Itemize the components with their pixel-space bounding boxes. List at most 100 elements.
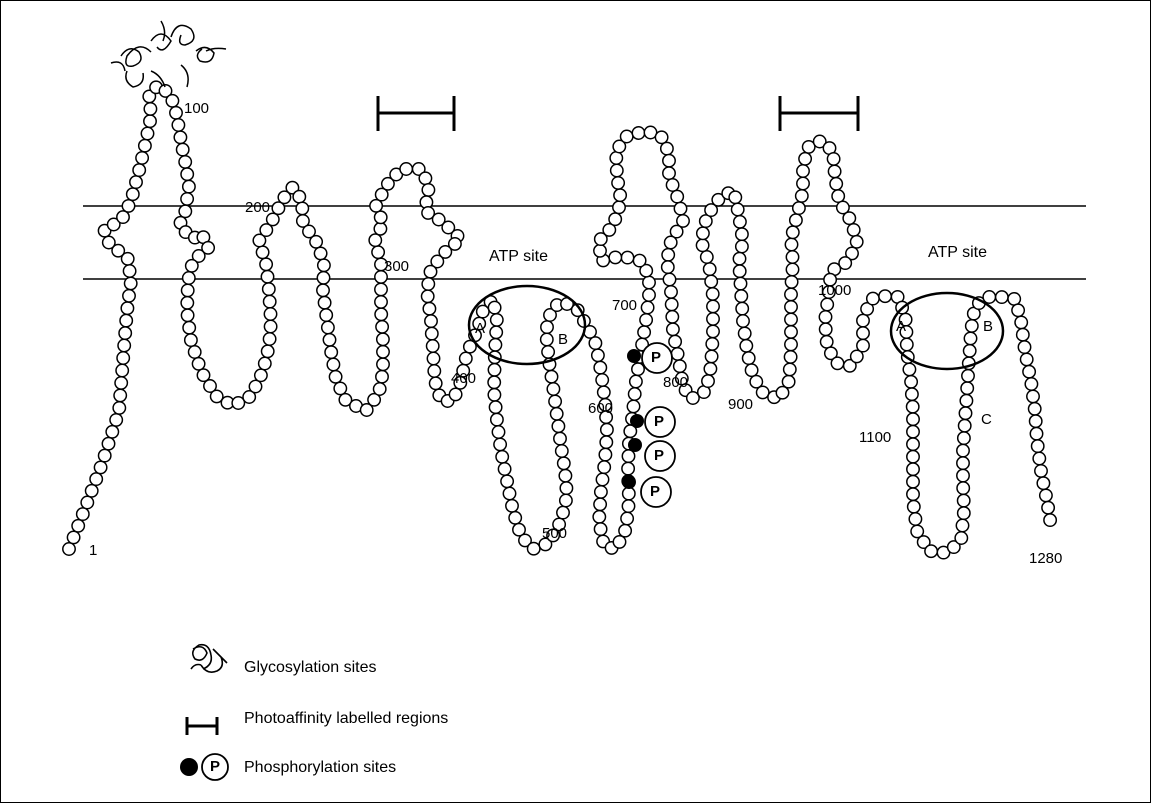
phospho-p-label: P xyxy=(651,350,661,365)
residue-circle xyxy=(372,246,384,258)
residue-circle xyxy=(627,400,639,412)
residue-circle xyxy=(671,348,683,360)
residue-circle xyxy=(117,211,129,223)
residue-circle xyxy=(589,337,601,349)
residue-circle xyxy=(1025,378,1037,390)
residue-circle xyxy=(785,238,797,250)
residue-circle xyxy=(509,512,521,524)
residue-circle xyxy=(136,152,148,164)
residue-circle xyxy=(327,358,339,370)
residue-circle xyxy=(857,327,869,339)
residue-circle xyxy=(707,300,719,312)
residue-circle xyxy=(622,500,634,512)
residue-circle xyxy=(103,236,115,248)
residue-circle xyxy=(907,476,919,488)
residue-circle xyxy=(622,450,634,462)
residue-label-700: 700 xyxy=(612,298,637,313)
residue-circle xyxy=(183,272,195,284)
residue-circle xyxy=(734,216,746,228)
residue-circle xyxy=(376,321,388,333)
residue-circle xyxy=(785,313,797,325)
residue-circle xyxy=(907,426,919,438)
residue-circle xyxy=(983,291,995,303)
residue-circle xyxy=(375,296,387,308)
residue-circle xyxy=(600,436,612,448)
residue-circle xyxy=(960,395,972,407)
residue-circle xyxy=(959,420,971,432)
residue-circle xyxy=(785,301,797,313)
residue-circle xyxy=(489,401,501,413)
residue-circle xyxy=(821,298,833,310)
residue-circle xyxy=(488,389,500,401)
residue-label-300: 300 xyxy=(384,259,409,274)
residue-circle xyxy=(959,407,971,419)
residue-circle xyxy=(732,203,744,215)
residue-label-1280: 1280 xyxy=(1029,551,1062,566)
residue-circle xyxy=(296,202,308,214)
residue-circle xyxy=(424,266,436,278)
residue-circle xyxy=(428,365,440,377)
residue-circle xyxy=(375,308,387,320)
residue-circle xyxy=(925,545,937,557)
residue-circle xyxy=(790,214,802,226)
residue-label-1: 1 xyxy=(89,543,97,558)
phospho-p-label: P xyxy=(654,448,664,463)
residue-circle xyxy=(611,164,623,176)
residue-circle xyxy=(377,358,389,370)
residue-circle xyxy=(314,247,326,259)
residue-circle xyxy=(848,224,860,236)
residue-circle xyxy=(1030,428,1042,440)
residue-circle xyxy=(857,339,869,351)
residue-circle xyxy=(707,288,719,300)
residue-circle xyxy=(422,278,434,290)
residue-label-800: 800 xyxy=(663,375,688,390)
residue-circle xyxy=(662,249,674,261)
residue-circle xyxy=(86,485,98,497)
residue-circle xyxy=(99,449,111,461)
residue-circle xyxy=(596,374,608,386)
residue-circle xyxy=(601,424,613,436)
residue-circle xyxy=(141,127,153,139)
photoaffinity-bracket-1 xyxy=(378,96,454,131)
residue-circle xyxy=(422,290,434,302)
residue-circle xyxy=(123,290,135,302)
residue-circle xyxy=(820,323,832,335)
residue-circle xyxy=(549,395,561,407)
residue-circle xyxy=(702,375,714,387)
residue-circle xyxy=(425,315,437,327)
residue-circle xyxy=(110,414,122,426)
residue-circle xyxy=(958,432,970,444)
residue-circle xyxy=(857,314,869,326)
residue-circle xyxy=(125,277,137,289)
residue-circle xyxy=(632,127,644,139)
residue-circle xyxy=(559,470,571,482)
residue-circle xyxy=(189,346,201,358)
residue-circle xyxy=(643,289,655,301)
glycosylation-icon xyxy=(111,21,226,87)
residue-circle xyxy=(734,277,746,289)
residue-circle xyxy=(1042,502,1054,514)
residue-circle xyxy=(621,512,633,524)
residue-circle xyxy=(784,363,796,375)
residue-circle xyxy=(956,519,968,531)
residue-circle xyxy=(734,265,746,277)
residue-circle xyxy=(665,236,677,248)
residue-circle xyxy=(127,188,139,200)
residue-circle xyxy=(116,364,128,376)
residue-circle xyxy=(558,457,570,469)
residue-circle xyxy=(264,295,276,307)
residue-circle xyxy=(528,543,540,555)
residue-circle xyxy=(293,191,305,203)
residue-circle xyxy=(488,376,500,388)
residue-circle xyxy=(491,413,503,425)
residue-circle xyxy=(609,251,621,263)
residue-circle xyxy=(492,426,504,438)
phospho-p-label: P xyxy=(654,414,664,429)
residue-circle xyxy=(641,301,653,313)
residue-circle xyxy=(556,445,568,457)
residue-circle xyxy=(593,511,605,523)
residue-label-400: 400 xyxy=(451,371,476,386)
residue-circle xyxy=(819,311,831,323)
residue-circle xyxy=(598,386,610,398)
